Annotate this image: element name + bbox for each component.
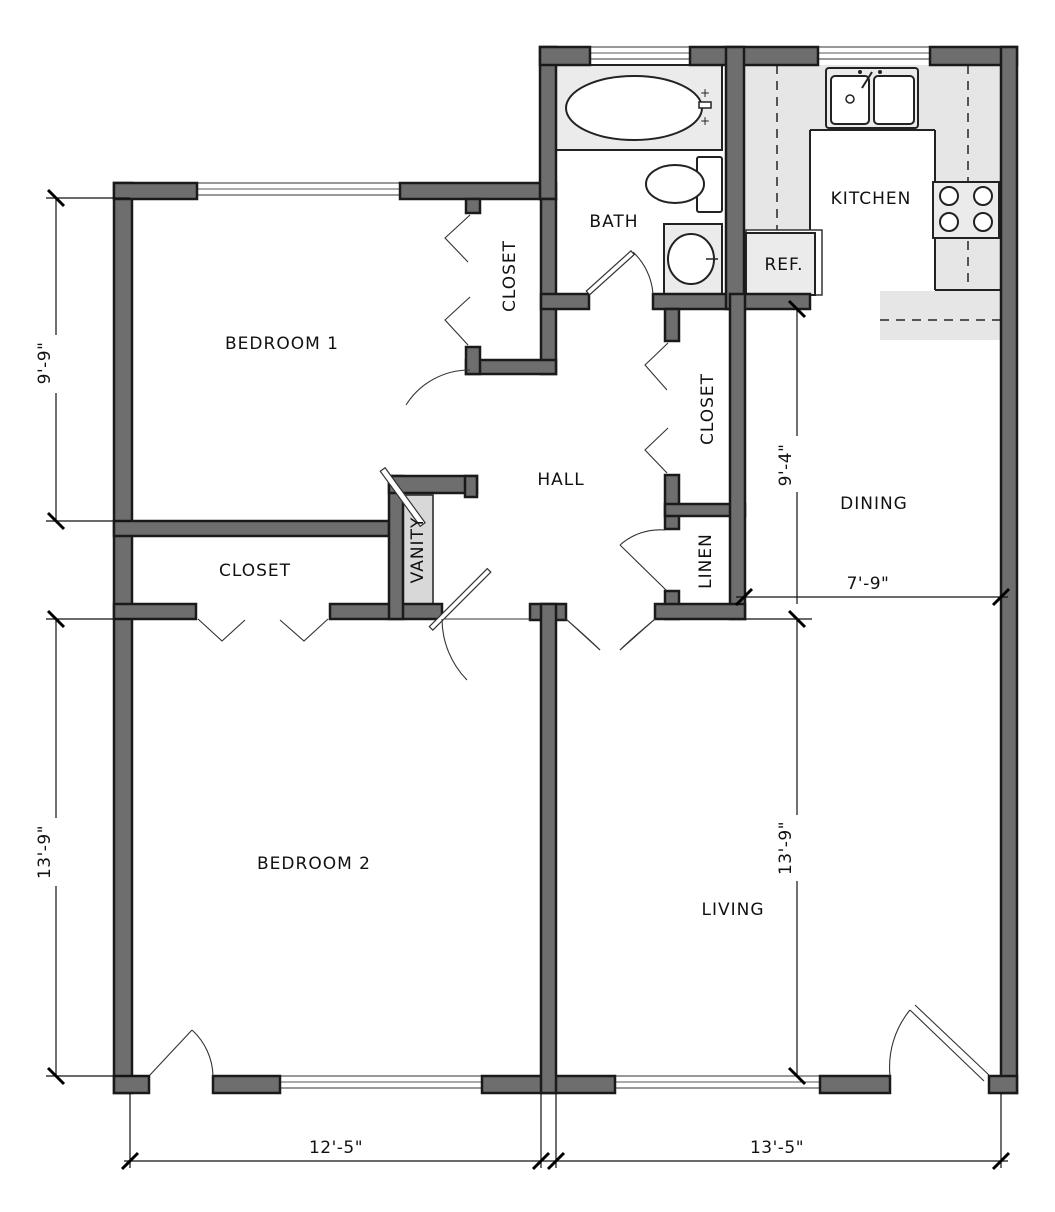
closet-bedroom1-label: CLOSET	[500, 240, 520, 312]
toilet	[645, 156, 723, 213]
kitchen-sink	[825, 67, 919, 129]
svg-text:+: +	[700, 86, 710, 100]
dim-living-width: 13'-5"	[750, 1138, 804, 1158]
dim-dining-depth: 9'-4"	[776, 444, 796, 487]
kitchen-label: KITCHEN	[831, 189, 912, 209]
closet-hall-label: CLOSET	[698, 373, 718, 445]
vanity-label: VANITY	[408, 517, 428, 584]
stove	[932, 181, 1000, 239]
bathroom-sink	[663, 223, 723, 295]
dim-dining-width: 7'-9"	[847, 574, 890, 594]
windows	[196, 46, 931, 1089]
bath-label: BATH	[589, 212, 638, 232]
dining-label: DINING	[840, 494, 908, 514]
refrigerator-label: REF.	[764, 255, 803, 275]
bathtub: + +	[555, 64, 723, 151]
room-labels: BEDROOM 1 BEDROOM 2 CLOSET CLOSET CLOSET…	[219, 189, 912, 920]
dimension-lines	[46, 188, 1011, 1171]
dim-bedroom1-depth: 9'-9"	[35, 342, 55, 385]
doors	[148, 214, 991, 1082]
bedroom1-label: BEDROOM 1	[225, 334, 339, 354]
dim-bedroom2-depth: 13'-9"	[35, 825, 55, 879]
hall-label: HALL	[537, 470, 584, 490]
linen-label: LINEN	[696, 533, 716, 589]
bedroom2-label: BEDROOM 2	[257, 854, 371, 874]
dim-bedroom2-width: 12'-5"	[309, 1138, 363, 1158]
living-label: LIVING	[701, 900, 764, 920]
walls	[112, 45, 1019, 1095]
svg-text:+: +	[700, 114, 710, 128]
dimension-labels: 9'-9" 13'-9" 12'-5" 13'-5" 13'-9" 9'-4" …	[34, 335, 889, 1158]
closet-bedroom2-label: CLOSET	[219, 561, 291, 581]
refrigerator	[745, 229, 823, 296]
dim-living-depth: 13'-9"	[776, 821, 796, 875]
